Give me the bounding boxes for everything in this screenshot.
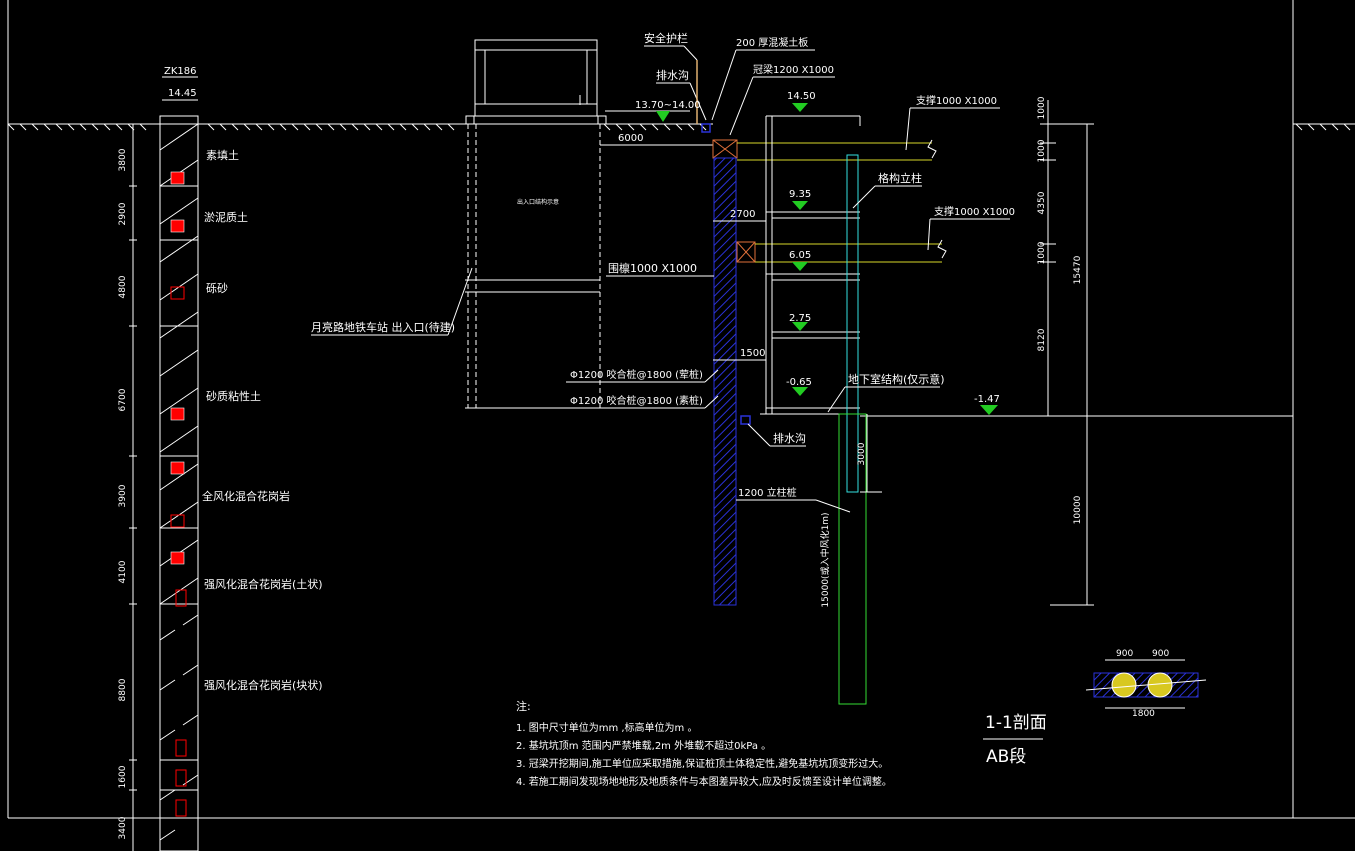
layer-thickness: 3400 xyxy=(118,816,128,839)
crown-beam-label: 冠梁1200 X1000 xyxy=(753,63,834,76)
slab-label: 200 厚混凝土板 xyxy=(736,36,808,49)
layer-thickness: 1600 xyxy=(118,765,128,788)
notes-heading: 注: xyxy=(516,699,531,713)
dim-right: 4350 xyxy=(1037,191,1047,214)
layer-thickness: 3900 xyxy=(118,484,128,507)
pile-detail xyxy=(1085,659,1207,709)
pile-concrete-label: Φ1200 咬合桩@1800 (荤桩) xyxy=(570,368,703,381)
layer-name: 砾砂 xyxy=(206,282,228,295)
borehole-id: ZK186 xyxy=(164,66,197,77)
metro-exit-structure xyxy=(465,39,607,409)
layer-thickness: 4800 xyxy=(118,275,128,298)
dim-right: 1000 xyxy=(1037,139,1047,162)
elevation-label: 6.05 xyxy=(789,250,811,261)
strut-2 xyxy=(755,243,942,263)
drain-bottom xyxy=(740,415,751,425)
secant-pile-wall xyxy=(713,157,737,606)
pile-detail-dim: 1800 xyxy=(1132,709,1155,719)
drawing-frame xyxy=(7,0,1355,819)
lattice-column-label: 格构立柱 xyxy=(878,171,922,185)
elevation-label: 2.75 xyxy=(789,313,811,324)
borehole-elevation: 14.45 xyxy=(168,88,197,99)
dim-right: 8120 xyxy=(1037,328,1047,351)
layer-thickness: 6700 xyxy=(118,388,128,411)
borehole-samples xyxy=(170,171,187,817)
ground-line xyxy=(7,123,1355,417)
dim-right: 1000 xyxy=(1037,96,1047,119)
note-item: 3. 冠梁开挖期间,施工单位应采取措施,保证桩顶土体稳定性,避免基坑坑顶变形过大… xyxy=(516,757,888,770)
elevation-marker xyxy=(656,111,670,122)
section-subtitle: AB段 xyxy=(986,747,1026,767)
basement-label: 地下室结构(仅示意) xyxy=(848,372,945,386)
waler xyxy=(736,241,756,263)
dim-6000: 6000 xyxy=(618,133,643,144)
right-dimension-chain xyxy=(1040,100,1126,606)
drain-bottom-label: 排水沟 xyxy=(773,431,806,445)
strut-1-label: 支撑1000 X1000 xyxy=(916,94,997,107)
ground-level-label: 13.70~14.00 xyxy=(635,100,701,111)
layer-name: 砂质粘性土 xyxy=(206,389,261,403)
guardrail-label: 安全护栏 xyxy=(644,31,688,45)
column-pile-label: 1200 立柱桩 xyxy=(738,486,797,499)
elevation-label: -1.47 xyxy=(974,394,1000,405)
layer-name: 淤泥质土 xyxy=(204,211,248,224)
note-item: 1. 图中尺寸单位为mm ,标高单位为m 。 xyxy=(516,721,697,734)
exit-structure-label: 月亮路地铁车站 出入口(待建) xyxy=(311,320,455,334)
dim-2700: 2700 xyxy=(730,209,755,220)
exit-inner-text: 出入口结构示意 xyxy=(517,198,559,206)
layer-name: 全风化混合花岗岩 xyxy=(202,489,290,503)
layer-name: 强风化混合花岗岩(块状) xyxy=(204,678,323,692)
drain-top xyxy=(701,123,711,133)
note-item: 2. 基坑坑顶m 范围内严禁堆载,2m 外堆载不超过0kPa 。 xyxy=(516,739,771,752)
strut-2-label: 支撑1000 X1000 xyxy=(934,205,1015,218)
dim-right: 10000 xyxy=(1073,495,1083,524)
pile-detail-dim: 900 xyxy=(1116,649,1133,659)
layer-thickness: 2900 xyxy=(118,202,128,225)
crown-beam xyxy=(712,139,738,159)
elevation-markers xyxy=(792,103,998,415)
note-item: 4. 若施工期间发现场地地形及地质条件与本图差异较大,应及时反馈至设计单位调整。 xyxy=(516,775,892,788)
pile-detail-dim: 900 xyxy=(1152,649,1169,659)
column-pile xyxy=(838,413,867,705)
basement-structure xyxy=(760,115,866,415)
dim-1500: 1500 xyxy=(740,348,765,359)
borehole-dimension-line xyxy=(129,123,137,851)
layer-thickness: 8800 xyxy=(118,678,128,701)
layer-name: 素填土 xyxy=(206,148,239,162)
lattice-column xyxy=(846,154,859,493)
section-title: 1-1剖面 xyxy=(985,713,1047,733)
waler-label: 围檩1000 X1000 xyxy=(608,261,697,275)
dim-right: 15470 xyxy=(1073,255,1083,284)
layer-thickness: 4100 xyxy=(118,560,128,583)
dim-right: 1000 xyxy=(1037,241,1047,264)
elevation-label: 14.50 xyxy=(787,91,816,102)
elevation-label: 9.35 xyxy=(789,189,811,200)
pile-plain-label: Φ1200 咬合桩@1800 (素桩) xyxy=(570,394,703,407)
drain-top-label: 排水沟 xyxy=(656,68,689,82)
strut-1 xyxy=(737,142,932,161)
layer-thickness: 3800 xyxy=(118,148,128,171)
elevation-label: -0.65 xyxy=(786,377,812,388)
dim-3000: 3000 xyxy=(857,442,867,465)
pile-length-label: 15000(或入中风化1m) xyxy=(819,512,831,607)
layer-name: 强风化混合花岗岩(土状) xyxy=(204,577,323,591)
